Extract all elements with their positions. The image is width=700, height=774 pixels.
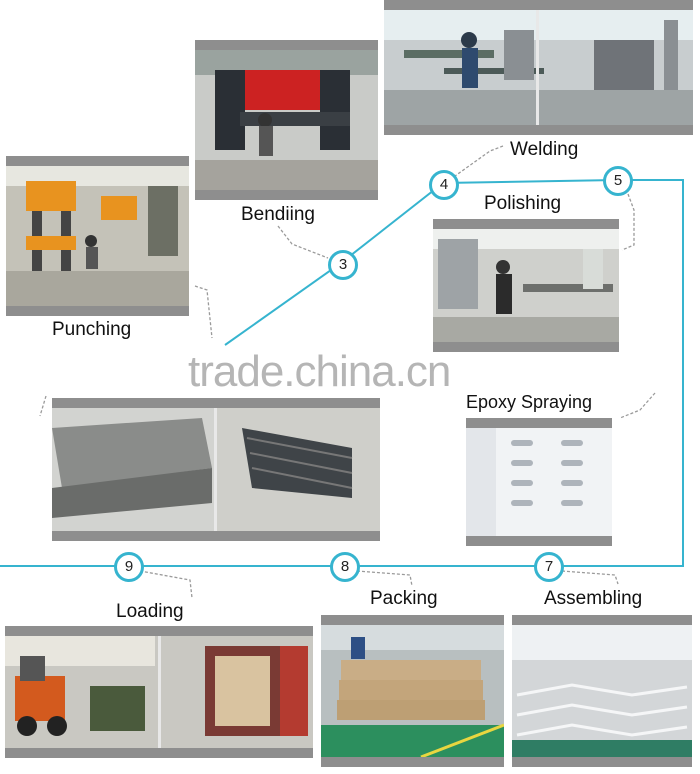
label-packing: Packing <box>370 588 438 609</box>
leader-welding <box>454 145 504 177</box>
label-loading: Loading <box>116 601 184 622</box>
photo-materials <box>52 398 380 541</box>
packing-scene-icon <box>321 625 504 757</box>
photo-welding <box>384 0 693 135</box>
punching-scene-icon <box>6 166 189 306</box>
photo-packing <box>321 615 504 767</box>
step-8-badge: 8 <box>330 552 360 582</box>
photo-epoxy <box>466 418 612 546</box>
epoxy-scene-icon <box>466 428 612 536</box>
label-assembling: Assembling <box>544 588 643 609</box>
photo-assembling <box>512 615 692 767</box>
photo-polishing <box>433 219 619 352</box>
polishing-scene-icon <box>433 229 619 342</box>
step-4-badge: 4 <box>429 170 459 200</box>
watermark-text: trade.china.cn <box>188 347 451 396</box>
label-punching: Punching <box>52 319 132 340</box>
bending-scene-icon <box>195 50 378 190</box>
leader-left <box>39 395 47 417</box>
label-polishing: Polishing <box>484 193 562 214</box>
photo-bending <box>195 40 378 200</box>
label-epoxy-spraying: Epoxy Spraying <box>466 392 593 412</box>
label-bending: Bendiing <box>241 204 315 225</box>
leader-punching <box>194 285 213 339</box>
step-3-badge: 3 <box>328 250 358 280</box>
leader-bending <box>277 225 329 259</box>
step-9-badge: 9 <box>114 552 144 582</box>
step-7-badge: 7 <box>534 552 564 582</box>
leader-loading <box>139 570 193 599</box>
label-welding: Welding <box>510 139 579 160</box>
leader-packing <box>356 570 413 587</box>
photo-loading <box>5 626 313 758</box>
photo-punching <box>6 156 189 316</box>
step-5-badge: 5 <box>603 166 633 196</box>
assembling-scene-icon <box>512 625 692 757</box>
leader-assembling <box>561 570 619 585</box>
leader-epoxy <box>619 392 656 419</box>
leader-polishing <box>621 193 635 251</box>
